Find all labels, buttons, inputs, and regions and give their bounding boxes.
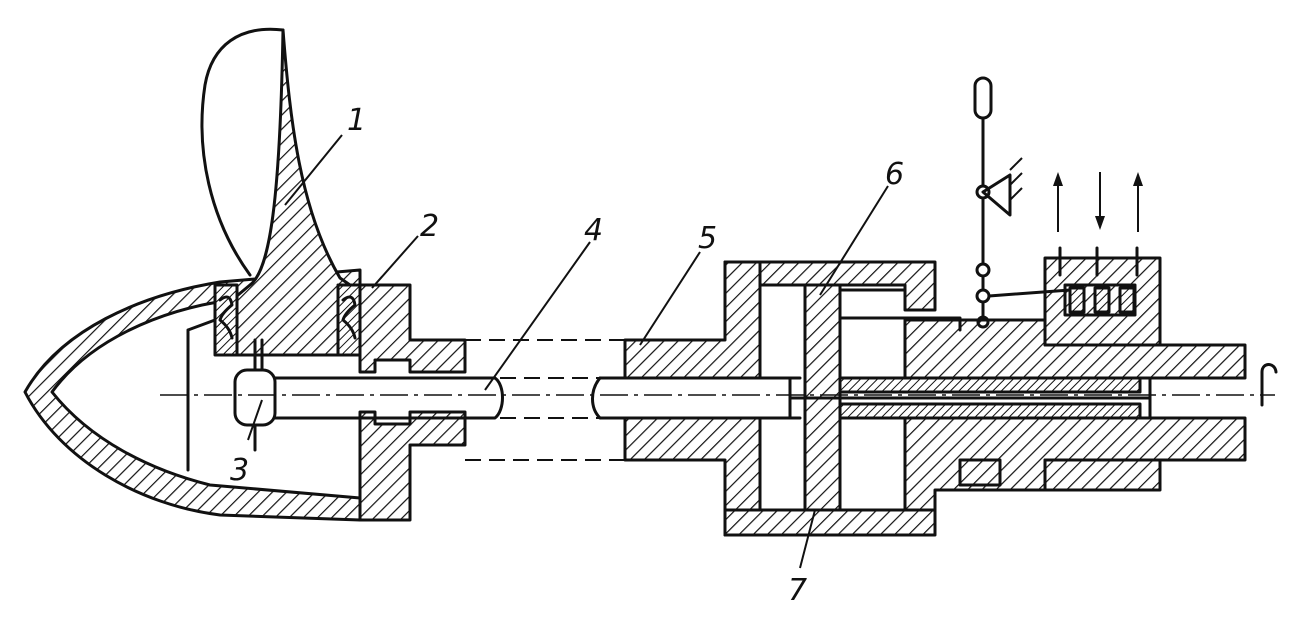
hub-flange <box>358 283 467 522</box>
blade-root-seals <box>213 283 362 357</box>
label-3: 3 <box>230 453 249 488</box>
shaft-coupling <box>623 260 762 537</box>
bottom-rings <box>958 458 1162 492</box>
control-rod <box>273 376 802 420</box>
distribution-box <box>1043 246 1162 347</box>
hub-fairing <box>23 268 362 522</box>
oil-tubes <box>788 376 1152 420</box>
rotation-indicator <box>1260 363 1278 407</box>
reference-labels: 1 2 3 4 5 6 7 <box>230 103 904 608</box>
hub-inner-wall <box>186 318 217 472</box>
label-5: 5 <box>698 221 717 256</box>
label-6: 6 <box>885 157 904 192</box>
label-7: 7 <box>788 573 807 608</box>
hollow-shaft-dashed <box>465 339 625 461</box>
crank-pin <box>233 338 277 452</box>
flow-arrows <box>1053 172 1143 232</box>
label-2: 2 <box>420 209 439 244</box>
label-4: 4 <box>584 213 603 248</box>
label-1: 1 <box>347 103 366 138</box>
control-linkage <box>973 76 1072 329</box>
propeller-blade <box>200 27 352 357</box>
leader-lines <box>247 134 889 569</box>
